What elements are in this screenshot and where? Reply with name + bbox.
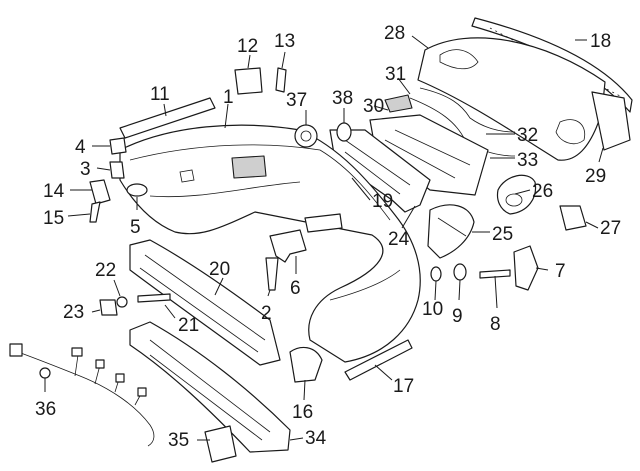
callout-30: 30 [363,96,384,117]
callout-32: 32 [517,125,538,146]
part-nut-23 [99,299,118,316]
callout-1: 1 [223,87,234,108]
part-bracket-14 [89,179,111,205]
part-screw-15 [89,201,101,223]
callout-21: 21 [178,315,199,336]
callout-17: 17 [393,376,414,397]
callout-26: 26 [532,181,553,202]
callout-31: 31 [385,64,406,85]
callout-labels: 1 2 3 4 5 6 7 8 9 10 11 12 13 14 15 16 1… [35,23,621,451]
callout-25: 25 [492,224,513,245]
part-heat-shield [427,204,475,259]
callout-19: 19 [372,191,393,212]
callout-10: 10 [422,299,443,320]
callout-38: 38 [332,88,353,109]
leader-lines [44,35,604,441]
callout-12: 12 [237,36,258,57]
callout-34: 34 [305,428,327,449]
callout-15: 15 [43,208,64,229]
part-wire-harness-upper [419,87,516,133]
part-trim-plate [591,91,631,151]
part-washer-10 [430,266,442,282]
callout-22: 22 [95,260,116,281]
part-bumper-carrier [129,321,291,453]
callout-36: 36 [35,399,56,420]
callout-6: 6 [290,278,301,299]
callout-9: 9 [452,306,463,327]
callout-27: 27 [600,218,621,239]
part-sensor-harness [17,351,155,447]
part-bolt-8 [479,269,511,279]
part-washer-22 [116,296,128,308]
callout-8: 8 [490,314,501,335]
part-plate-35 [204,425,237,463]
part-clip-4 [109,137,127,155]
callout-33: 33 [517,150,538,171]
part-bracket-27 [559,205,587,231]
part-nut-3 [109,161,125,179]
callout-37: 37 [286,90,307,111]
callout-4: 4 [75,137,86,158]
callout-16: 16 [292,402,313,423]
part-bolt-2 [265,257,279,291]
callout-20: 20 [209,259,230,280]
callout-2: 2 [261,303,272,324]
part-ring-38 [336,122,352,142]
callout-35: 35 [168,430,189,451]
callout-23: 23 [63,302,84,323]
callout-18: 18 [590,31,611,52]
callout-11: 11 [150,84,170,105]
part-reflector-strip [344,339,413,381]
part-bracket-7 [513,245,539,291]
part-sensor-37 [294,124,318,148]
part-upper-strip [119,97,216,139]
callout-7: 7 [555,261,566,282]
callout-13: 13 [274,31,295,52]
part-bolt-21 [137,293,171,303]
callout-29: 29 [585,166,606,187]
callout-14: 14 [43,181,65,202]
callout-3: 3 [80,159,91,180]
part-washer-9 [453,263,467,281]
part-trim-16 [289,346,323,383]
part-cover-12 [234,67,263,95]
part-bracket-30 [384,94,413,113]
callout-28: 28 [384,23,405,44]
part-grommet-5 [126,183,148,197]
callout-24: 24 [388,229,410,250]
part-bracket-center [304,213,343,233]
part-bracket-6 [269,229,307,263]
callout-5: 5 [130,217,141,238]
part-rod-13 [275,67,287,93]
